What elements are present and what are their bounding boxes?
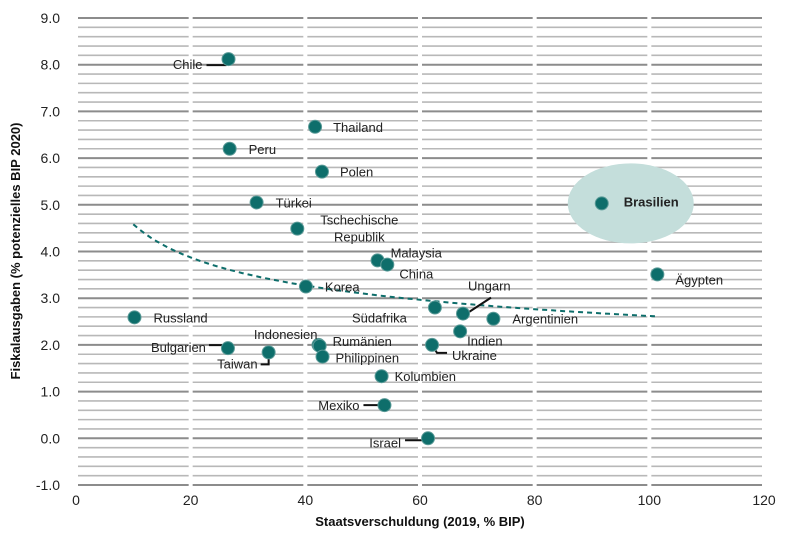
x-tick-label: 20 (183, 492, 199, 508)
label-thailand: Thailand (333, 120, 383, 135)
x-tick-label: 60 (412, 492, 428, 508)
y-tick-label: -1.0 (36, 477, 60, 493)
label-indonesien: Indonesien (254, 327, 318, 342)
point-südafrika (427, 300, 442, 315)
label-ukraine: Ukraine (452, 348, 497, 363)
y-tick-labels: -1.0 0.0 1.0 2.0 3.0 4.0 5.0 6.0 7.0 8.0 9.0 (36, 10, 60, 493)
trendline (132, 223, 656, 318)
label-ungarn: Ungarn (468, 279, 511, 294)
point-ungarn (456, 306, 470, 321)
x-tick-label: 40 (298, 492, 314, 508)
y-tick-label: 5.0 (41, 197, 61, 213)
point-chile (221, 52, 236, 67)
point-peru (222, 141, 237, 156)
point-tschechische-republik (290, 221, 305, 236)
y-tick-label: 3.0 (41, 290, 61, 306)
y-tick-label: 1.0 (41, 384, 61, 400)
y-axis-label: Fiskalausgaben (% potenzielles BIP 2020) (8, 123, 23, 380)
grid (78, 17, 762, 486)
label-türkei: Türkei (276, 195, 312, 210)
x-tick-label: 80 (527, 492, 543, 508)
label-korea: Korea (325, 280, 360, 295)
point-taiwan (261, 345, 276, 360)
label-bulgarien: Bulgarien (151, 340, 206, 355)
point-mexiko (377, 398, 392, 413)
x-axis-label: Staatsverschuldung (2019, % BIP) (315, 514, 525, 529)
point-labels: ChileThailandPeruPolenTürkeiTschechische… (151, 57, 723, 450)
label-philippinen: Philippinen (336, 351, 400, 366)
label-israel: Israel (369, 435, 401, 450)
label-argentinien: Argentinien (512, 312, 578, 327)
point-ukraine (425, 337, 440, 352)
point-russland (127, 310, 142, 325)
y-tick-label: 2.0 (41, 337, 61, 353)
point-korea (298, 279, 313, 294)
label-südafrika: Südafrika (352, 311, 408, 326)
point-kolumbien (374, 369, 389, 384)
point-argentinien (486, 311, 501, 326)
point-polen (314, 164, 329, 179)
point-thailand (308, 119, 323, 134)
label-chile: Chile (173, 57, 203, 72)
points (127, 52, 665, 446)
label-peru: Peru (249, 142, 276, 157)
label-ägypten: Ägypten (675, 272, 723, 287)
x-tick-label: 100 (638, 492, 662, 508)
y-tick-label: 8.0 (41, 57, 61, 73)
y-tick-label: 6.0 (41, 150, 61, 166)
label-indien: Indien (467, 333, 502, 348)
point-indien (453, 324, 468, 339)
label-kolumbien: Kolumbien (395, 369, 456, 384)
point-ägypten (650, 267, 665, 282)
y-tick-label: 0.0 (41, 430, 61, 446)
highlight-ellipse (567, 163, 694, 244)
point-bulgarien (220, 341, 235, 356)
y-tick-label: 4.0 (41, 244, 61, 260)
label-malaysia: Malaysia (391, 245, 443, 260)
label-rumänien: Rumänien (333, 334, 392, 349)
point-israel (421, 431, 436, 446)
label-brasilien: Brasilien (624, 194, 679, 209)
label-china: China (399, 267, 434, 282)
y-tick-label: 7.0 (41, 103, 61, 119)
label-taiwan: Taiwan (217, 356, 257, 371)
y-tick-label: 9.0 (41, 10, 61, 26)
x-tick-labels: 0 20 40 60 80 100 120 (72, 492, 776, 508)
label-polen: Polen (340, 165, 373, 180)
label-mexiko: Mexiko (318, 398, 359, 413)
point-philippinen (315, 349, 330, 364)
point-brasilien (594, 196, 609, 211)
point-türkei (249, 195, 264, 210)
x-tick-label: 120 (752, 492, 776, 508)
x-tick-label: 0 (72, 492, 80, 508)
label-russland: Russland (153, 310, 207, 325)
point-china (380, 257, 395, 272)
